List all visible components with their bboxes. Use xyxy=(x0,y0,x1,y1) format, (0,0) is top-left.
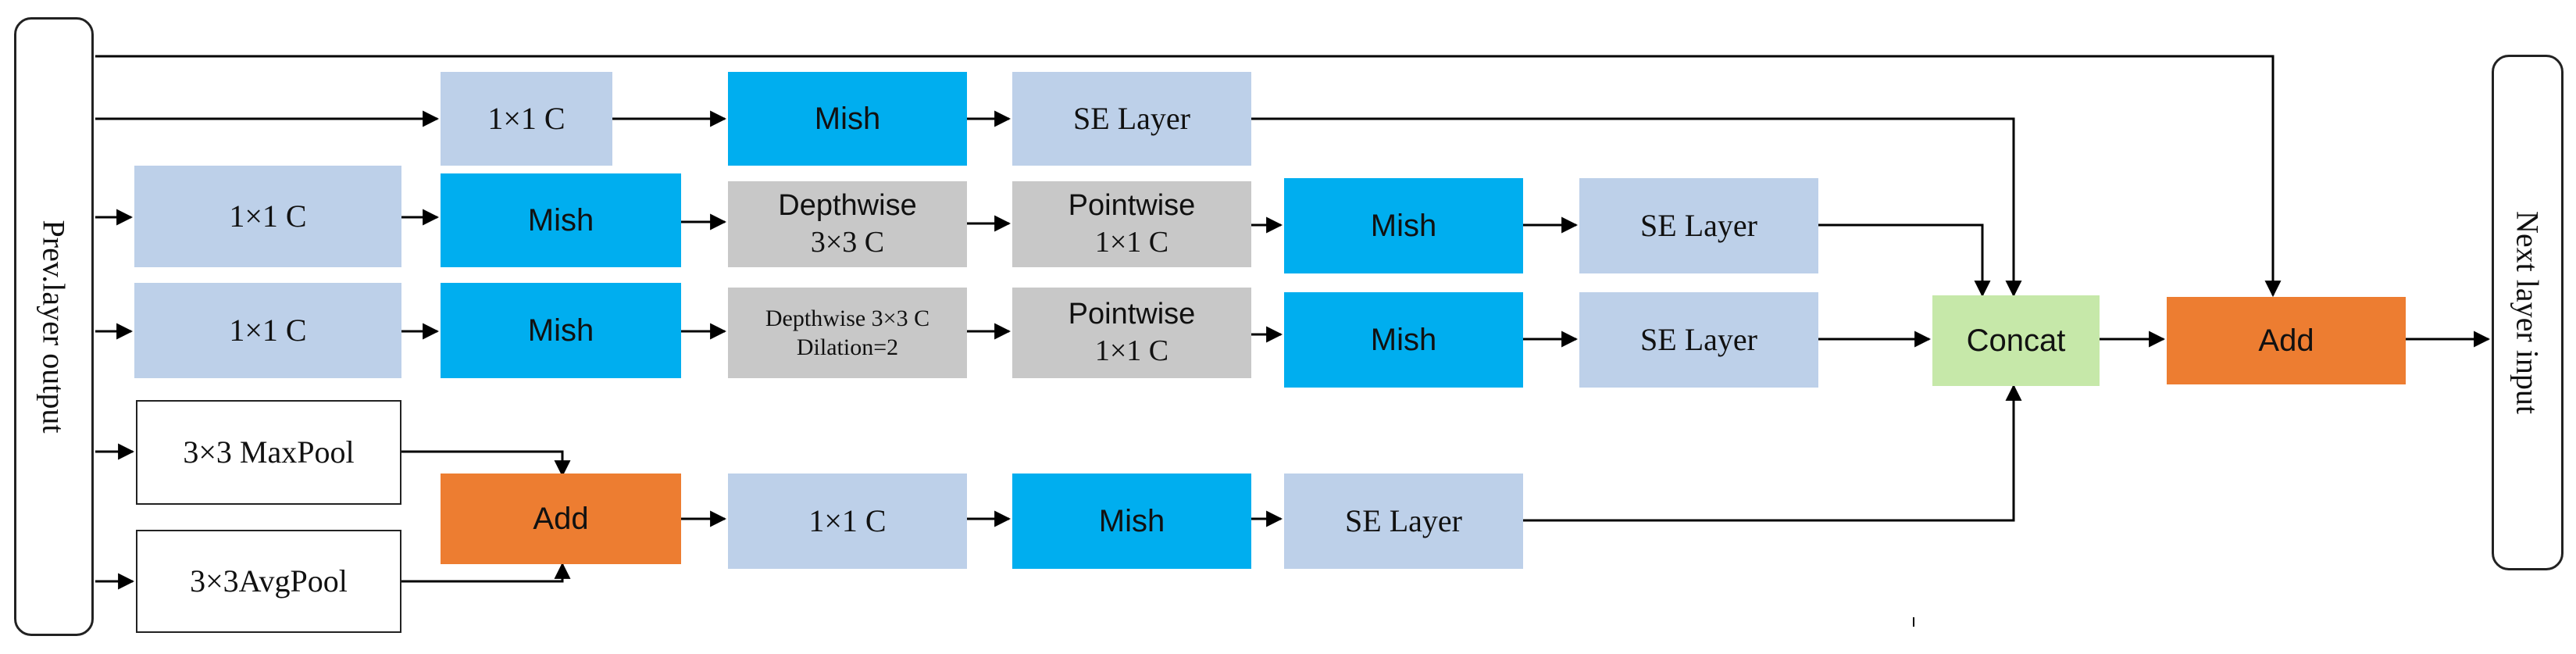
avgpool-label: 3×3AvgPool xyxy=(190,563,348,599)
b1-mish: Mish xyxy=(728,72,967,166)
b3-mish2-label: Mish xyxy=(1370,323,1437,357)
b2-depthwise-line2: 3×3 C xyxy=(810,226,885,259)
b4-conv-label: 1×1 C xyxy=(808,503,887,538)
b2-mish1-label: Mish xyxy=(527,203,594,238)
b2-conv-label: 1×1 C xyxy=(229,198,307,234)
b1-conv-label: 1×1 C xyxy=(487,101,566,136)
arrow-b4-se-to-concat xyxy=(1523,384,2022,522)
prev-layer-output-node: Prev.layer output xyxy=(14,17,94,636)
final-add-label: Add xyxy=(2258,323,2314,358)
b3-pointwise-line2: 1×1 C xyxy=(1094,334,1169,367)
b3-conv-label: 1×1 C xyxy=(229,313,307,348)
b2-pointwise-line1: Pointwise xyxy=(1068,188,1196,222)
arrow-b2-se-to-concat xyxy=(1818,223,1991,298)
skip-connection-arrow xyxy=(95,55,2282,298)
maxpool-label: 3×3 MaxPool xyxy=(183,434,355,470)
b4-conv-1x1: 1×1 C xyxy=(728,474,967,569)
b3-conv-1x1: 1×1 C xyxy=(134,283,401,378)
b3-depthwise-line2: Dilation=2 xyxy=(796,334,899,360)
maxpool-3x3: 3×3 MaxPool xyxy=(136,400,401,505)
concat-node: Concat xyxy=(1932,295,2100,386)
next-layer-input-label: Next layer input xyxy=(2510,211,2546,414)
b4-mish-label: Mish xyxy=(1098,504,1165,538)
final-add-node: Add xyxy=(2167,297,2406,384)
prev-layer-output-label: Prev.layer output xyxy=(36,220,72,434)
b2-mish2-label: Mish xyxy=(1370,209,1437,243)
b3-mish1-label: Mish xyxy=(527,313,594,348)
b3-pointwise-conv: Pointwise 1×1 C xyxy=(1012,288,1251,378)
b3-depthwise-line1: Depthwise 3×3 C xyxy=(765,305,930,331)
b1-se-layer: SE Layer xyxy=(1012,72,1251,166)
b3-mish-2: Mish xyxy=(1284,292,1523,388)
b3-se-layer: SE Layer xyxy=(1579,292,1818,388)
b1-mish-label: Mish xyxy=(814,102,881,136)
b1-se-label: SE Layer xyxy=(1073,101,1190,136)
arrow-maxpool-to-add xyxy=(401,450,571,477)
b2-pointwise-line2: 1×1 C xyxy=(1094,226,1169,259)
b3-dilated-depthwise-conv: Depthwise 3×3 C Dilation=2 xyxy=(728,288,967,378)
b3-pointwise-line1: Pointwise xyxy=(1068,297,1196,331)
b2-conv-1x1: 1×1 C xyxy=(134,166,401,267)
concat-label: Concat xyxy=(1966,323,2066,358)
b4-se-label: SE Layer xyxy=(1345,503,1462,538)
b2-depthwise-conv: Depthwise 3×3 C xyxy=(728,181,967,267)
b2-mish-1: Mish xyxy=(441,173,681,267)
b2-se-label: SE Layer xyxy=(1640,208,1757,243)
b2-mish-2: Mish xyxy=(1284,178,1523,273)
b1-conv-1x1: 1×1 C xyxy=(441,72,612,166)
b3-mish-1: Mish xyxy=(441,283,681,378)
arrow-avgpool-to-add xyxy=(401,562,571,583)
b2-pointwise-conv: Pointwise 1×1 C xyxy=(1012,181,1251,267)
b3-se-label: SE Layer xyxy=(1640,322,1757,357)
b4-se-layer: SE Layer xyxy=(1284,474,1523,569)
b2-se-layer: SE Layer xyxy=(1579,178,1818,273)
avgpool-3x3: 3×3AvgPool xyxy=(136,530,401,633)
b4-add-node: Add xyxy=(441,474,681,564)
b4-mish: Mish xyxy=(1012,474,1251,569)
b2-depthwise-line1: Depthwise xyxy=(778,188,917,222)
arrow-b1-se-to-concat xyxy=(1251,117,2022,298)
next-layer-input-node: Next layer input xyxy=(2492,55,2564,570)
b4-add-label: Add xyxy=(533,502,589,536)
